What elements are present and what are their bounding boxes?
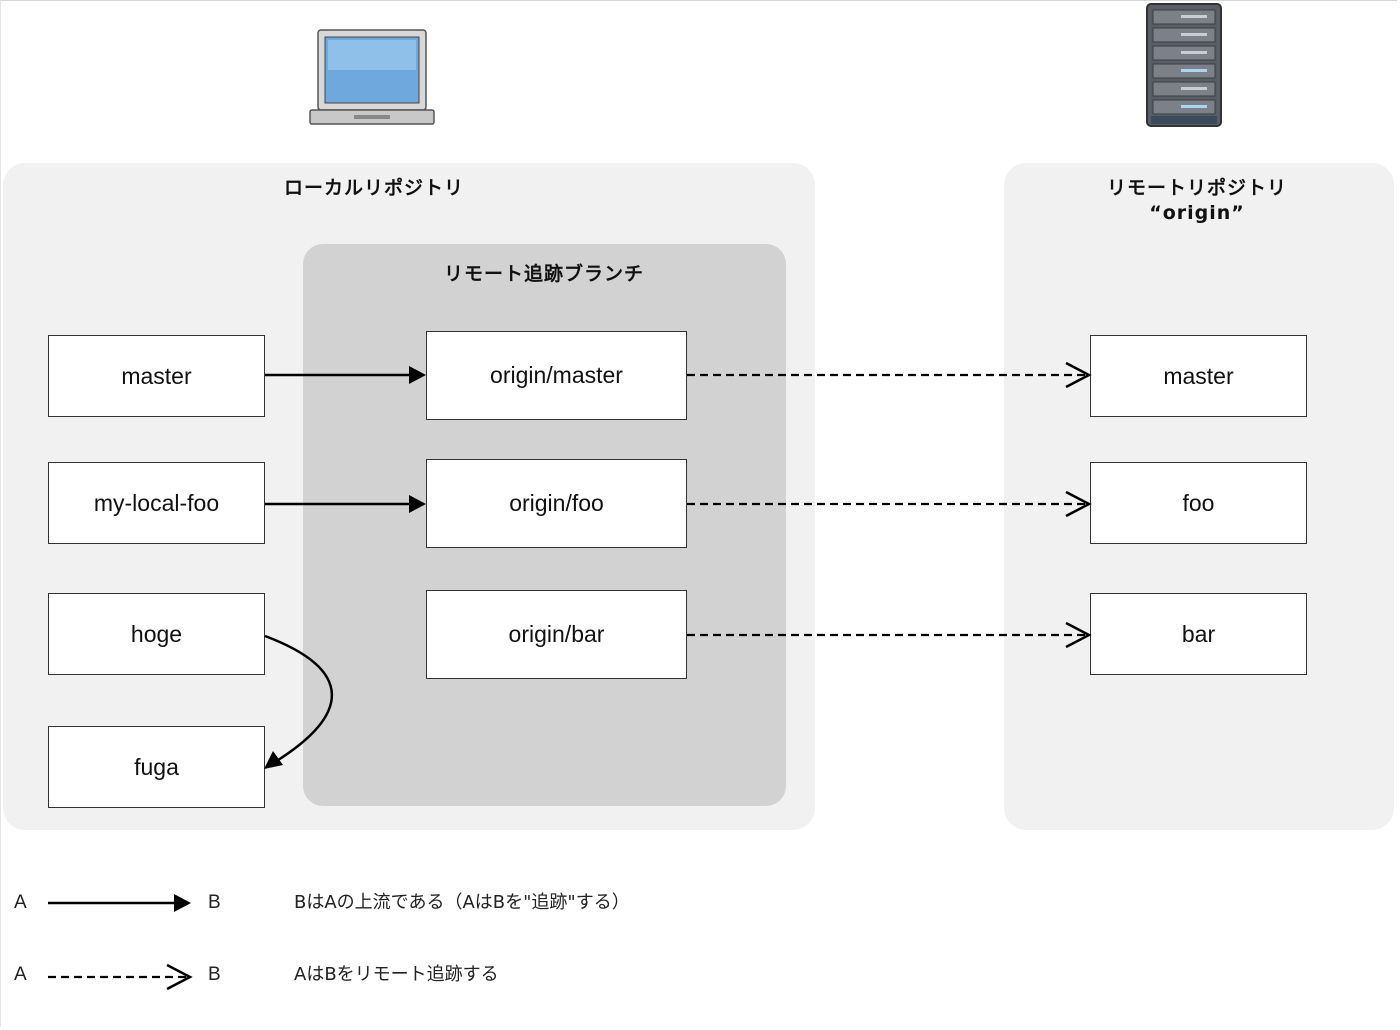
branch-my-local-foo: my-local-foo [48,462,265,544]
remote-repo-name: “origin” [1149,202,1245,224]
legend-solid-arrow [48,894,191,912]
remote-tracking-title: リモート追跡ブランチ [443,263,644,285]
branch-origin-bar: origin/bar [426,590,687,679]
branch-origin-master: origin/master [426,331,687,420]
edge-master-to-origin-master [265,366,426,384]
legend-solid-text: BはAの上流である（AはBを"追跡"する） [294,892,630,913]
branch-foo-remote: foo [1090,462,1307,544]
legend-dashed-text: AはBをリモート追跡する [294,964,499,985]
edge-hoge-to-fuga [264,634,334,769]
edge-origin-foo-to-foo [687,490,1092,518]
edge-origin-bar-to-bar [687,621,1092,649]
branch-fuga: fuga [48,726,265,808]
legend-dashed-b: B [208,964,221,985]
server-icon [1146,3,1222,127]
edge-my-local-foo-to-origin-foo [265,495,426,513]
legend-solid-b: B [208,892,221,913]
legend-dashed-arrow [48,963,193,991]
local-repo-title: ローカルリポジトリ [283,177,464,199]
branch-hoge: hoge [48,593,265,675]
branch-master-local: master [48,335,265,417]
remote-repo-title: リモートリポジトリ [1106,177,1287,199]
laptop-icon [309,29,435,125]
legend-dashed-a: A [14,964,27,985]
branch-master-remote: master [1090,335,1307,417]
edge-origin-master-to-master [687,361,1092,389]
branch-origin-foo: origin/foo [426,459,687,548]
legend-solid-a: A [14,892,27,913]
branch-bar-remote: bar [1090,593,1307,675]
